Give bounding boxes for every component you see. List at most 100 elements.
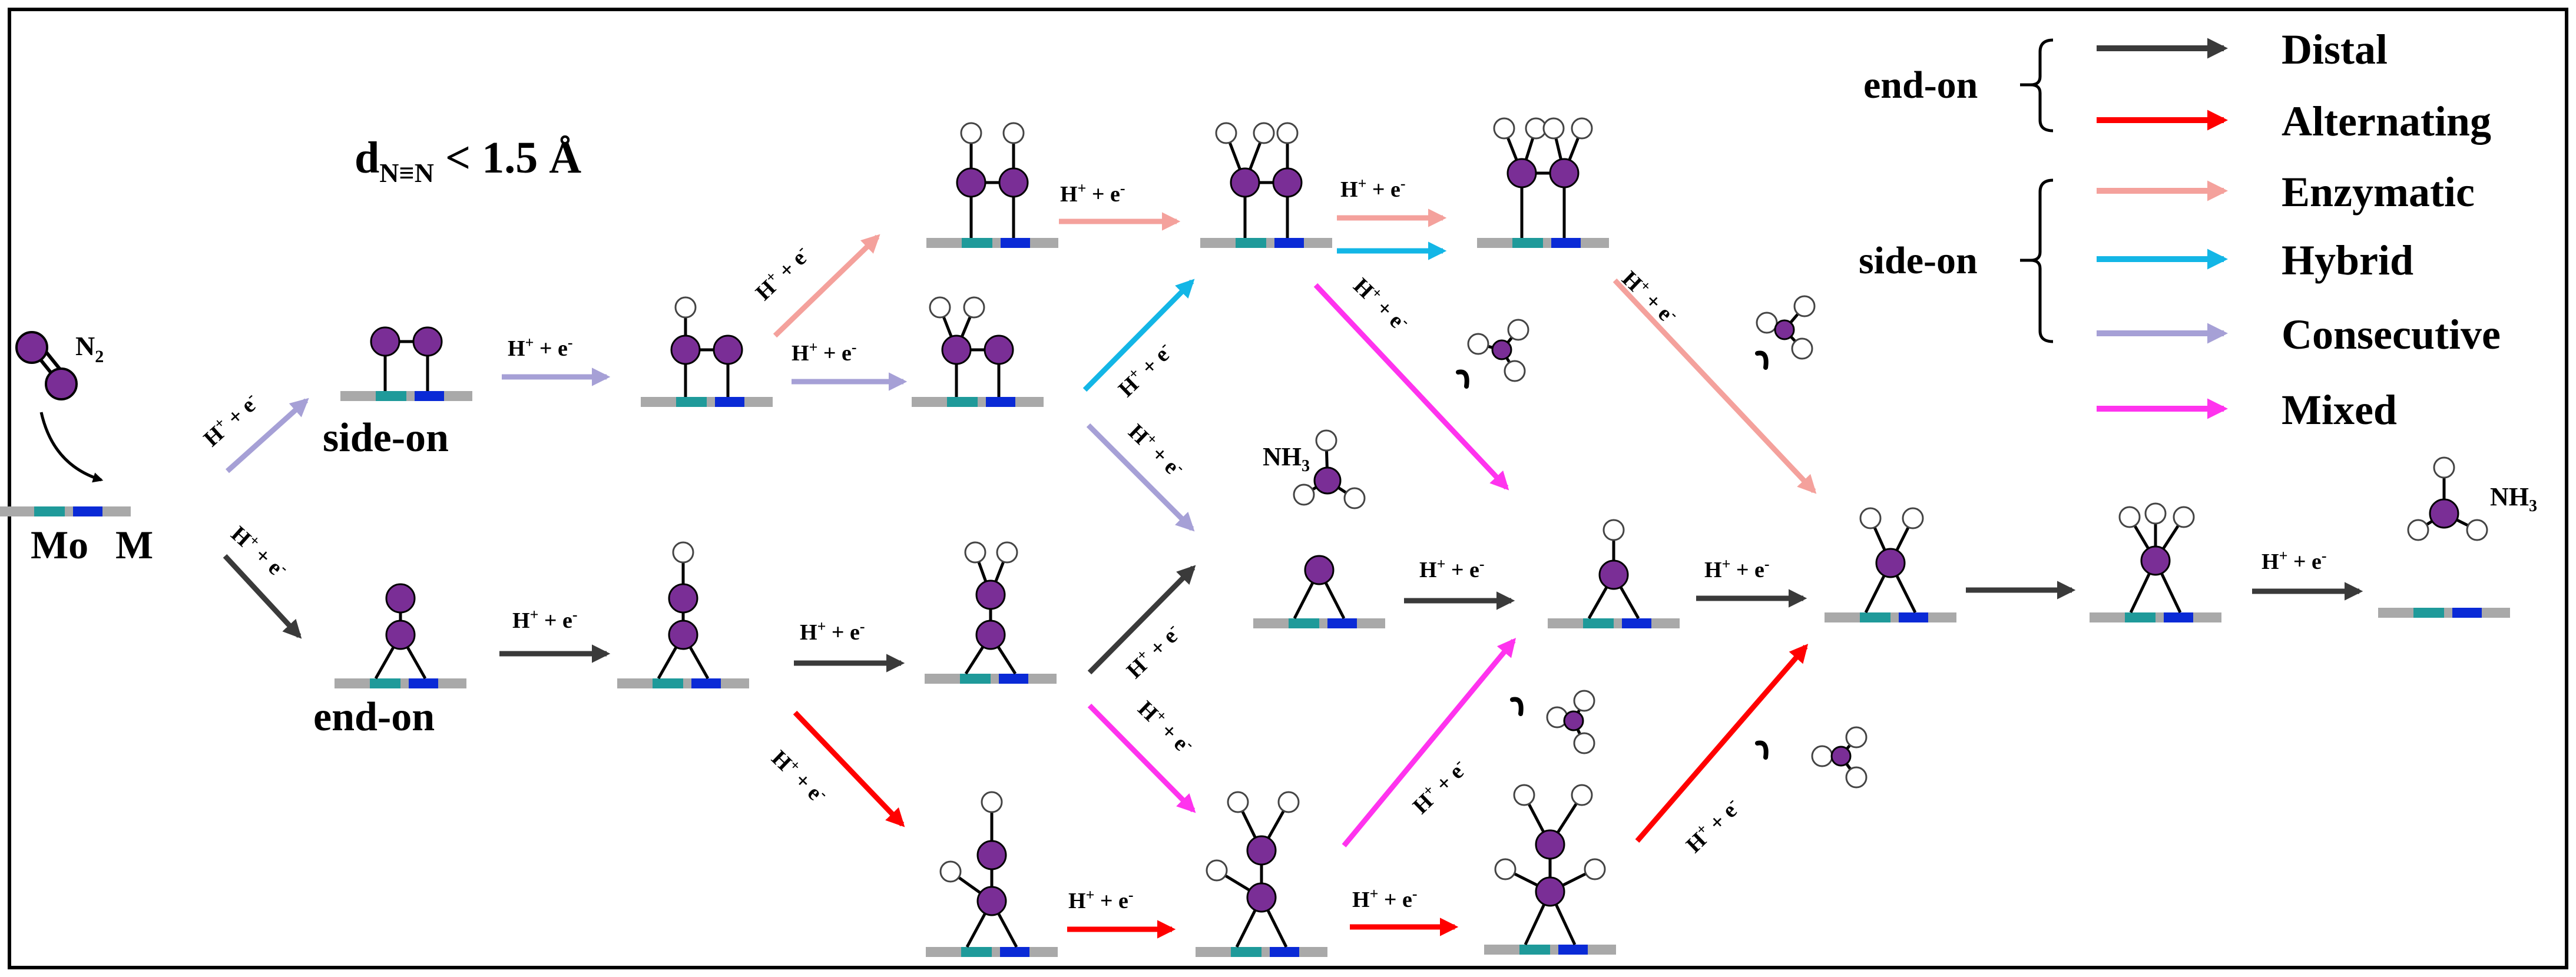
hydrogen-atom (672, 541, 694, 564)
step-label: H+ + e- (508, 334, 573, 361)
substrate-slab (926, 238, 1058, 248)
nitrogen-atom (668, 583, 698, 614)
m-label: M (115, 522, 153, 567)
hydrogen-atom (1293, 483, 1315, 506)
side-on-label: side-on (323, 415, 449, 461)
nitrogen-atom (1563, 710, 1584, 731)
nh3-label-middle: NH3 (1263, 442, 1310, 475)
hydrogen-atom (1277, 791, 1300, 813)
nitrogen-atom (385, 583, 416, 614)
step-label: H+ + e- (1352, 885, 1418, 912)
mixed-arrow (1087, 703, 1196, 813)
hydrogen-atom (1571, 117, 1593, 140)
legend: end-on side-on DistalAlternatingEnzymati… (1859, 26, 2501, 433)
hydrogen-atom (2407, 519, 2429, 541)
nitrogen-atom (1304, 555, 1335, 585)
nitrogen-atom (975, 579, 1006, 610)
mixed-arrow (1342, 638, 1517, 847)
distal-arrow (1087, 565, 1196, 675)
step-label: H+ + e- (1068, 886, 1134, 913)
hydrogen-atom (939, 860, 962, 883)
substrate-slab (617, 678, 749, 688)
enzymatic-arrow (773, 234, 880, 338)
release-arrow (1755, 350, 1769, 370)
hydrogen-atom (1845, 726, 1868, 749)
hydrogen-atom (2466, 519, 2488, 541)
step-label: H+ + e- (749, 241, 815, 306)
nitrogen-atom (713, 335, 743, 365)
substrate-slab (912, 397, 1044, 407)
legend-alternating-label: Alternating (2282, 98, 2491, 145)
hydrogen-atom (1791, 337, 1813, 360)
nitrogen-atom (1549, 158, 1580, 188)
step-label-group: H+ + e- H+ + e- H+ + e- H+ + e- H+ + e- H+ + … (197, 175, 2327, 913)
legend-end-on-label: end-on (1863, 64, 1978, 107)
nitrogen-atom (1246, 882, 1277, 913)
nitrogen-atom (412, 326, 443, 357)
substrate-slab (1200, 238, 1332, 248)
hydrogen-atom (1573, 732, 1595, 754)
nitrogen-atom (998, 167, 1029, 198)
enzymatic-arrow (1613, 278, 1817, 494)
legend-items: DistalAlternatingEnzymaticHybridConsecut… (2097, 26, 2501, 433)
step-label: H+ + e- (1704, 555, 1770, 582)
adsorption-arrow (39, 412, 104, 483)
hydrogen-atom (963, 296, 985, 319)
consecutive-arrow (1086, 423, 1195, 532)
nitrogen-atom (1535, 876, 1565, 907)
n2-label: N2 (75, 331, 104, 366)
hydrogen-atom (1845, 766, 1868, 789)
substrate-slab (1477, 238, 1609, 248)
nitrogen-atom (1875, 548, 1906, 578)
substrate-slab (925, 674, 1057, 684)
hydrogen-atom (1811, 745, 1833, 767)
mo-label: Mo (31, 522, 88, 567)
legend-side-on-bracket (2030, 178, 2054, 343)
step-label: H+ + e- (197, 388, 264, 452)
hydrogen-atom (1315, 429, 1337, 452)
nitrogen-atom (941, 335, 972, 365)
hydrogen-atom (1573, 690, 1595, 712)
nitrogen-atom (668, 620, 698, 650)
hydrogen-atom (1215, 122, 1237, 144)
nitrogen-atom (1506, 158, 1537, 188)
release-arrow (1510, 697, 1524, 716)
hydrogen-atom (2433, 456, 2455, 479)
legend-consecutive-label: Consecutive (2282, 311, 2501, 358)
hydrogen-atom (1793, 295, 1816, 317)
legend-enzymatic-label: Enzymatic (2282, 168, 2475, 216)
substrate-slab (641, 397, 773, 407)
hydrogen-atom (1253, 122, 1275, 144)
step-label: H+ + e- (2262, 547, 2327, 574)
step-label: H+ + e- (1680, 793, 1746, 858)
hydrogen-atom (1542, 117, 1565, 140)
free-n2-molecule (15, 331, 78, 400)
hydrogen-atom (1902, 507, 1924, 529)
hydrogen-atom (2173, 506, 2195, 528)
hydrogen-atom (1276, 122, 1299, 144)
nitrogen-atom (370, 326, 400, 357)
legend-hybrid-label: Hybrid (2282, 237, 2413, 284)
hybrid-arrow (1082, 279, 1195, 392)
substrate-slab (926, 947, 1058, 957)
hydrogen-atom (929, 296, 951, 319)
substrate-slab (2090, 612, 2221, 622)
step-label: H+ + e- (1406, 754, 1472, 819)
substrate-slab (0, 506, 131, 516)
arrow-group (223, 208, 2363, 939)
step-label: H+ + e- (226, 520, 293, 584)
distal-arrow (223, 554, 302, 639)
nitrogen-atom (1774, 319, 1795, 340)
hydrogen-atom (1206, 859, 1228, 882)
hydrogen-atom (1493, 117, 1515, 140)
atom-group (370, 117, 2488, 916)
legend-end-on-bracket (2030, 38, 2054, 133)
figure-border (8, 8, 2568, 969)
alternating-arrow (793, 710, 905, 827)
substrate-slab (1825, 612, 1956, 622)
step-label: H+ + e- (767, 744, 833, 809)
hydrogen-atom (674, 296, 697, 319)
legend-mixed-label: Mixed (2282, 386, 2397, 433)
nitrogen-atom (1491, 339, 1512, 360)
